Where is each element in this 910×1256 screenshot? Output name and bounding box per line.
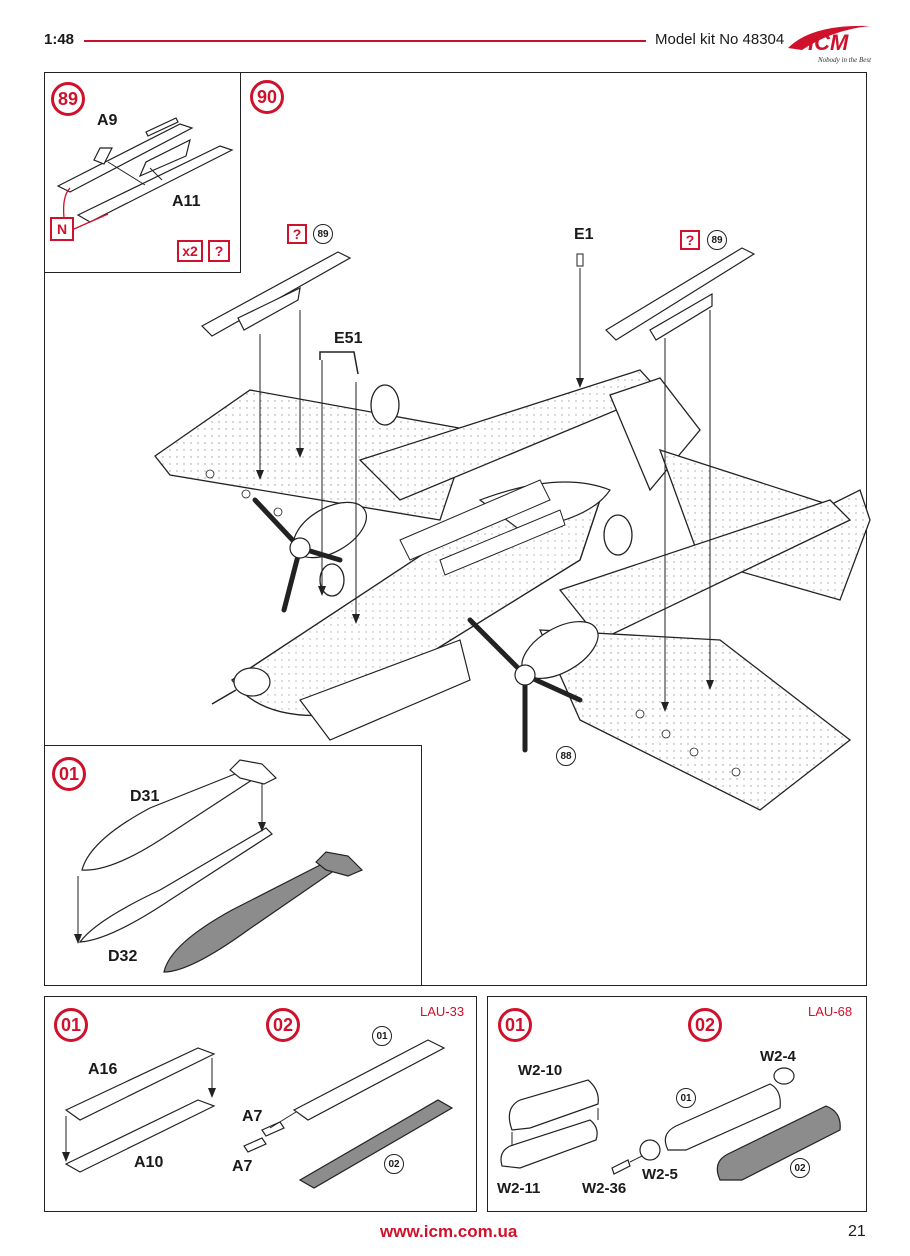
ref-88: 88 [556, 746, 576, 766]
part-w2-11-label: W2-11 [497, 1180, 541, 1197]
option-box-left: ? [287, 224, 307, 244]
lau33-step-01: 01 [54, 1008, 88, 1042]
lau68-ref-01: 01 [676, 1088, 696, 1108]
lau68-step-02: 02 [688, 1008, 722, 1042]
part-a11-label: A11 [172, 193, 201, 210]
part-w2-4-label: W2-4 [760, 1048, 796, 1065]
option-badge: ? [208, 240, 230, 262]
bomb-step-badge: 01 [52, 757, 86, 791]
ref-89-right: 89 [707, 230, 727, 250]
part-d32-label: D32 [108, 948, 138, 965]
lau33-ref-01: 01 [372, 1026, 392, 1046]
lau33-title: LAU-33 [420, 1004, 465, 1019]
svg-text:ICM: ICM [808, 30, 849, 55]
part-w2-10-label: W2-10 [518, 1062, 563, 1079]
svg-text:Nobody in the Best: Nobody in the Best [817, 56, 872, 64]
part-e1-drawing [576, 253, 584, 267]
part-e1-label: E1 [574, 226, 594, 243]
ref-89-left: 89 [313, 224, 333, 244]
step-89-badge: 89 [51, 82, 85, 116]
part-a16-label: A16 [88, 1061, 118, 1078]
part-a9-label: A9 [97, 112, 118, 129]
lau33-ref-02: 02 [384, 1154, 404, 1174]
scale-label: 1:48 [44, 31, 75, 48]
n-flag: N [50, 217, 74, 241]
part-e51-label: E51 [334, 330, 363, 347]
qty-badge: x2 [177, 240, 203, 262]
footer-url[interactable]: www.icm.com.ua [380, 1222, 518, 1241]
lau68-panel [487, 996, 867, 1212]
part-a10-label: A10 [134, 1154, 164, 1171]
option-box-right: ? [680, 230, 700, 250]
kit-number: Model kit No 48304 [655, 31, 785, 48]
lau68-step-01: 01 [498, 1008, 532, 1042]
lau33-panel [44, 996, 477, 1212]
step-90-badge: 90 [250, 80, 284, 114]
part-w2-5-label: W2-5 [642, 1166, 678, 1183]
lau68-title: LAU-68 [808, 1004, 853, 1019]
part-d31-label: D31 [130, 788, 160, 805]
lau33-step-02: 02 [266, 1008, 300, 1042]
lau68-ref-02: 02 [790, 1158, 810, 1178]
header-rule [84, 40, 646, 42]
part-a7-upper-label: A7 [242, 1108, 263, 1125]
part-a7-lower-label: A7 [232, 1158, 253, 1175]
part-w2-36-label: W2-36 [582, 1180, 627, 1197]
page-number: 21 [848, 1223, 866, 1240]
icm-logo: ICM Nobody in the Best [782, 18, 874, 66]
icm-logo-icon: ICM Nobody in the Best [788, 25, 872, 64]
